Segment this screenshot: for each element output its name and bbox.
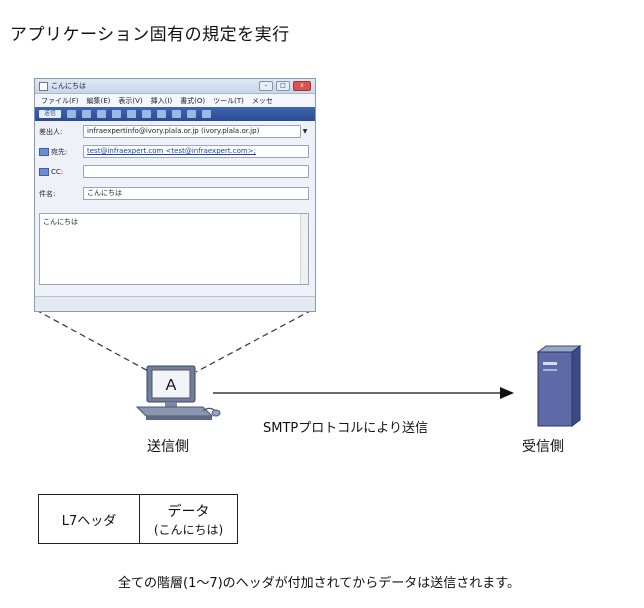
receiver-label: 受信側	[522, 439, 564, 455]
sender-pc-letter: A	[166, 377, 177, 394]
zoom-line-right	[195, 309, 313, 373]
mail-window-title: こんにちは	[51, 82, 86, 90]
minimize-button[interactable]: –	[259, 81, 273, 91]
vertical-scrollbar[interactable]	[300, 214, 308, 284]
transfer-arrow-head	[500, 387, 514, 399]
packet-structure: L7ヘッダ データ (こんにちは)	[38, 494, 238, 544]
address-book-icon[interactable]	[39, 167, 49, 176]
copy-icon[interactable]	[82, 110, 91, 118]
chevron-down-icon[interactable]: ▼	[302, 128, 308, 135]
subject-row: 件名: こんにちは	[39, 187, 309, 200]
menu-insert[interactable]: 挿入(I)	[150, 96, 173, 105]
cc-row: CC:	[39, 165, 309, 178]
sender-pc-icon: A	[135, 365, 221, 420]
from-select[interactable]: infraexpertinfo@ivory.plala.or.jp (ivory…	[83, 125, 301, 138]
footnote: 全ての階層(1～7)のヘッダが付加されてからデータは送信されます。	[118, 576, 520, 591]
menu-view[interactable]: 表示(V)	[118, 96, 143, 105]
server-icon	[536, 345, 582, 427]
mail-statusbar	[35, 296, 315, 311]
menu-tools[interactable]: ツール(T)	[213, 96, 244, 105]
data-cell-sub: (こんにちは)	[153, 522, 224, 537]
priority-icon[interactable]	[172, 110, 181, 118]
subject-field[interactable]: こんにちは	[83, 187, 309, 200]
check-names-icon[interactable]	[127, 110, 136, 118]
message-body[interactable]: こんにちは	[39, 213, 309, 285]
data-cell: データ (こんにちは)	[140, 495, 237, 543]
protocol-label: SMTPプロトコルにより送信	[263, 421, 428, 436]
cc-label: CC:	[51, 167, 64, 176]
menu-message[interactable]: メッセ	[251, 96, 273, 105]
zoom-line-left	[35, 309, 151, 373]
address-book-icon[interactable]	[39, 147, 49, 156]
subject-label: 件名:	[39, 189, 56, 198]
sign-icon[interactable]	[187, 110, 196, 118]
mail-compose-window: こんにちは – □ x ファイル(F) 編集(E) 表示(V) 挿入(I) 書式…	[34, 78, 316, 312]
to-field[interactable]: test@infraexpert.com <test@infraexpert.c…	[83, 145, 309, 158]
from-label: 差出人:	[39, 127, 63, 136]
mail-toolbar: 送信	[35, 107, 315, 121]
send-button[interactable]: 送信	[39, 110, 61, 118]
menu-format[interactable]: 書式(O)	[180, 96, 206, 105]
undo-icon[interactable]	[112, 110, 121, 118]
spelling-icon[interactable]	[142, 110, 151, 118]
message-body-text: こんにちは	[43, 218, 78, 226]
menu-file[interactable]: ファイル(F)	[41, 96, 79, 105]
close-button[interactable]: x	[293, 81, 311, 91]
menu-edit[interactable]: 編集(E)	[86, 96, 111, 105]
page-title: アプリケーション固有の規定を実行	[10, 25, 290, 45]
mail-window-icon	[39, 81, 48, 91]
sender-label: 送信側	[147, 439, 189, 455]
mail-menubar: ファイル(F) 編集(E) 表示(V) 挿入(I) 書式(O) ツール(T) メ…	[35, 94, 315, 107]
paste-icon[interactable]	[97, 110, 106, 118]
to-label: 宛先:	[51, 147, 68, 156]
to-row: 宛先: test@infraexpert.com <test@infraexpe…	[39, 145, 309, 158]
encrypt-icon[interactable]	[202, 110, 211, 118]
from-row: 差出人: infraexpertinfo@ivory.plala.or.jp (…	[39, 125, 309, 138]
data-cell-title: データ	[167, 503, 210, 520]
l7-header-cell: L7ヘッダ	[39, 495, 140, 543]
attach-icon[interactable]	[157, 110, 166, 118]
maximize-button[interactable]: □	[276, 81, 290, 91]
cut-icon[interactable]	[67, 110, 76, 118]
mail-titlebar: こんにちは – □ x	[35, 79, 315, 94]
cc-field[interactable]	[83, 165, 309, 178]
